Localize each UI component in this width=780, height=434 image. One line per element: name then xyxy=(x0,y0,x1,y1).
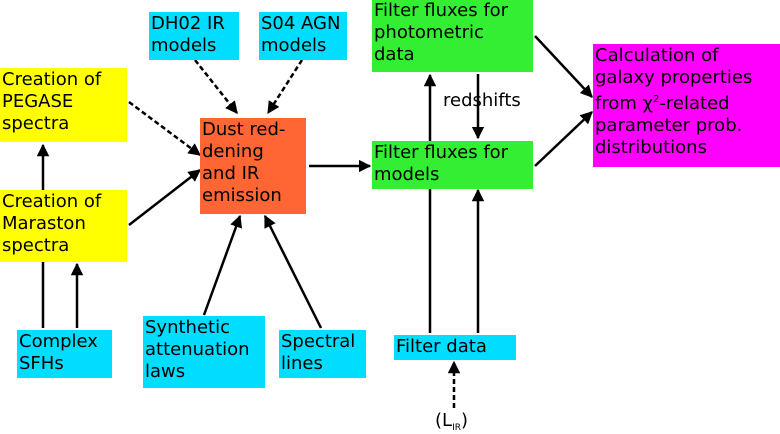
node-spectral-lines: Spectral lines xyxy=(279,330,366,378)
node-creation-pegase: Creation of PEGASE spectra xyxy=(0,68,127,142)
edge-atten-to-dust xyxy=(202,214,243,316)
node-complex-sfhs: Complex SFHs xyxy=(17,330,112,378)
edge-pegase-to-dust xyxy=(128,100,202,157)
edge-lines-to-dust xyxy=(263,214,323,329)
calc-text-2: -related parameter prob. distributions xyxy=(595,93,743,158)
edge-ffphot-to-calc xyxy=(534,35,593,98)
label-redshifts: redshifts xyxy=(443,90,521,111)
edge-s04-to-dust xyxy=(266,59,304,115)
edge-maraston-to-dust xyxy=(128,169,201,226)
lir-subscript: IR xyxy=(452,423,461,433)
node-filter-data: Filter data xyxy=(394,335,516,360)
edge-ffmodels-to-calc xyxy=(534,111,593,167)
label-lir: (LIR) xyxy=(435,410,468,434)
node-synthetic-attenuation-laws: Synthetic attenuation laws xyxy=(143,316,265,388)
lir-open: (L xyxy=(435,410,453,431)
node-s04-agn-models: S04 AGN models xyxy=(259,12,347,60)
chi-symbol: χ xyxy=(642,93,654,114)
node-dh02-ir-models: DH02 IR models xyxy=(149,12,239,60)
node-filter-fluxes-models: Filter fluxes for models xyxy=(372,141,533,189)
node-creation-maraston: Creation of Maraston spectra xyxy=(0,190,127,262)
edge-dh02-to-dust xyxy=(194,59,238,114)
node-dust-reddening: Dust red- dening and IR emission xyxy=(200,118,306,214)
lir-close: ) xyxy=(460,410,469,431)
chi-superscript: 2 xyxy=(653,94,660,105)
node-calculation-galaxy-properties: Calculation of galaxy properties from χ2… xyxy=(593,44,780,167)
calc-text-1: Calculation of galaxy properties from xyxy=(595,45,753,114)
node-filter-fluxes-photometric: Filter fluxes for photometric data xyxy=(372,0,533,72)
